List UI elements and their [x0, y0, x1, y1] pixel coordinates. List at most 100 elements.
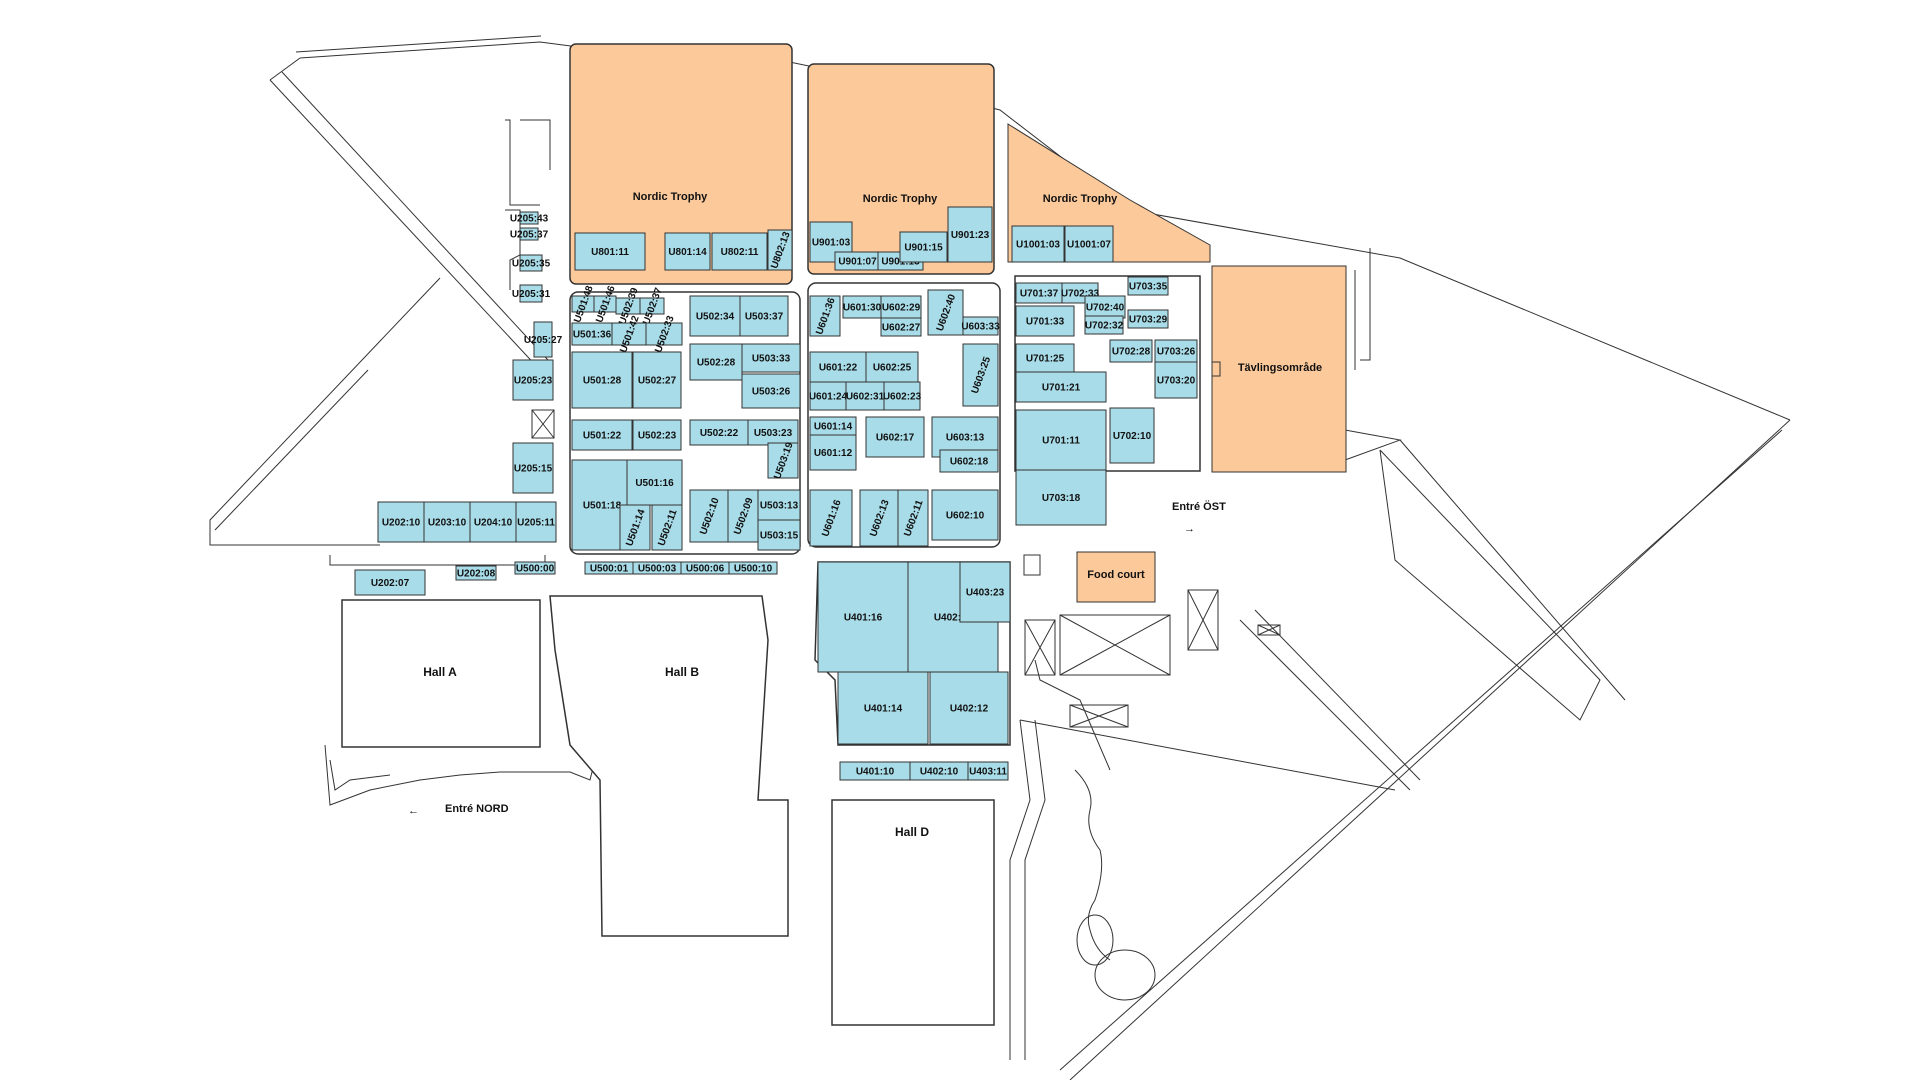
- booth-u403-11[interactable]: U403:11: [967, 761, 1009, 781]
- booth-u503-23[interactable]: U503:23: [747, 419, 799, 446]
- booth-u502-27[interactable]: U502:27: [632, 351, 682, 409]
- booth-u205-11[interactable]: U205:11: [515, 501, 557, 543]
- booth-u500-03[interactable]: U500:03: [632, 561, 682, 575]
- booth-u502-28[interactable]: U502:28: [689, 343, 743, 381]
- booth-u503-19[interactable]: U503:19: [767, 441, 799, 481]
- hall-b[interactable]: Hall B: [549, 595, 789, 937]
- booth-u703-29[interactable]: U703:29: [1127, 309, 1169, 329]
- hall-a[interactable]: Hall A: [341, 599, 541, 748]
- booth-u501-42[interactable]: U501:42: [611, 314, 647, 354]
- booth-u501-46[interactable]: U501:46: [593, 284, 618, 324]
- booth-u503-37[interactable]: U503:37: [739, 295, 789, 337]
- booth-u901-23[interactable]: U901:23: [947, 206, 993, 263]
- booth-u500-06[interactable]: U500:06: [680, 561, 730, 575]
- booth-u602-25[interactable]: U602:25: [865, 351, 919, 383]
- booth-u401-16[interactable]: U401:16: [817, 561, 909, 673]
- entrance-ost[interactable]: Entré ÖST →: [1172, 500, 1226, 535]
- booth-u701-37[interactable]: U701:37: [1015, 282, 1063, 304]
- booth-u500-10[interactable]: U500:10: [728, 561, 778, 575]
- booth-u501-48[interactable]: U501:48: [571, 284, 596, 324]
- booth-u202-07[interactable]: U202:07: [354, 569, 426, 596]
- booth-u502-33[interactable]: U502:33: [645, 314, 683, 354]
- booth-u502-22[interactable]: U502:22: [689, 419, 749, 446]
- booth-u202-10[interactable]: U202:10: [377, 501, 425, 543]
- booth-u501-28[interactable]: U501:28: [571, 351, 633, 409]
- booth-u801-14[interactable]: U801:14: [664, 232, 711, 271]
- booth-u703-35[interactable]: U703:35: [1127, 276, 1169, 296]
- booth-u501-36[interactable]: U501:36: [571, 322, 613, 346]
- booth-u601-12[interactable]: U601:12: [809, 434, 857, 471]
- booth-u602-29[interactable]: U602:29: [880, 295, 922, 319]
- booth-u501-22[interactable]: U501:22: [571, 419, 633, 451]
- booth-u602-11[interactable]: U602:11: [897, 489, 929, 547]
- booth-u703-18[interactable]: U703:18: [1015, 469, 1107, 526]
- booth-u204-10[interactable]: U204:10: [469, 501, 517, 543]
- booth-u702-32[interactable]: U702:32: [1084, 315, 1124, 335]
- booth-u801-11[interactable]: U801:11: [574, 232, 646, 271]
- booth-u1001-07[interactable]: U1001:07: [1064, 225, 1114, 263]
- booth-u205-23[interactable]: U205:23: [512, 359, 554, 401]
- booth-u701-21[interactable]: U701:21: [1015, 371, 1107, 403]
- area-food-court[interactable]: Food court: [1076, 551, 1156, 603]
- booth-u502-09[interactable]: U502:09: [727, 489, 759, 543]
- booth-u402-12[interactable]: U402:12: [929, 671, 1009, 745]
- booth-u702-10[interactable]: U702:10: [1109, 407, 1155, 464]
- booth-u602-31[interactable]: U602:31: [845, 381, 885, 411]
- area-tavlingsomrade[interactable]: Tävlingsområde: [1211, 265, 1347, 473]
- booth-u500-01[interactable]: U500:01: [584, 561, 634, 575]
- booth-u501-14[interactable]: U501:14: [619, 504, 651, 551]
- booth-u602-10[interactable]: U602:10: [931, 489, 999, 541]
- booth-u502-11[interactable]: U502:11: [651, 504, 683, 551]
- booth-u702-40[interactable]: U702:40: [1084, 295, 1126, 319]
- booth-u205-15[interactable]: U205:15: [512, 442, 554, 494]
- booth-u901-15[interactable]: U901:15: [899, 231, 948, 263]
- booth-u503-33[interactable]: U503:33: [741, 343, 801, 373]
- booth-u401-10[interactable]: U401:10: [839, 761, 911, 781]
- booth-u1001-03[interactable]: U1001:03: [1011, 225, 1065, 263]
- booth-u402-10[interactable]: U402:10: [909, 761, 969, 781]
- booth-u503-13[interactable]: U503:13: [757, 489, 801, 521]
- booth-shape: [728, 561, 778, 575]
- booth-u501-16[interactable]: U501:16: [626, 459, 683, 506]
- booth-u205-37[interactable]: U205:37: [510, 227, 549, 241]
- booth-u703-26[interactable]: U703:26: [1154, 339, 1198, 363]
- booth-u502-34[interactable]: U502:34: [689, 295, 741, 337]
- booth-u701-33[interactable]: U701:33: [1015, 305, 1075, 337]
- booth-u602-13[interactable]: U602:13: [859, 489, 899, 547]
- booth-u601-24[interactable]: U601:24: [809, 381, 848, 411]
- booth-u802-13[interactable]: U802:13: [767, 229, 793, 271]
- booth-u703-20[interactable]: U703:20: [1154, 361, 1198, 399]
- booth-u503-26[interactable]: U503:26: [741, 373, 801, 409]
- hall-d[interactable]: Hall D: [831, 799, 995, 1026]
- booth-u500-00[interactable]: U500:00: [514, 561, 556, 575]
- booth-u602-23[interactable]: U602:23: [883, 381, 922, 411]
- booth-u602-40[interactable]: U602:40: [927, 289, 964, 336]
- booth-u601-36[interactable]: U601:36: [809, 295, 841, 337]
- booth-u802-11[interactable]: U802:11: [711, 232, 768, 271]
- booth-u403-23[interactable]: U403:23: [959, 561, 1011, 623]
- booth-u205-27[interactable]: U205:27: [524, 321, 563, 358]
- booth-u601-30[interactable]: U601:30: [842, 295, 882, 319]
- booth-u502-23[interactable]: U502:23: [632, 419, 682, 451]
- booth-u602-17[interactable]: U602:17: [865, 416, 925, 458]
- booth-u602-27[interactable]: U602:27: [880, 317, 922, 337]
- booth-u503-15[interactable]: U503:15: [757, 519, 801, 551]
- booth-u203-10[interactable]: U203:10: [423, 501, 471, 543]
- booth-u901-07[interactable]: U901:07: [834, 251, 881, 271]
- booth-u603-25[interactable]: U603:25: [962, 343, 999, 407]
- booth-u702-28[interactable]: U702:28: [1109, 339, 1153, 363]
- booth-u701-11[interactable]: U701:11: [1015, 409, 1107, 471]
- booth-u601-14[interactable]: U601:14: [809, 416, 857, 436]
- booth-u602-18[interactable]: U602:18: [939, 449, 999, 473]
- booth-u205-35[interactable]: U205:35: [512, 254, 551, 272]
- booth-u205-43[interactable]: U205:43: [510, 211, 549, 225]
- entrance-nord[interactable]: Entré NORD ←: [408, 803, 509, 817]
- booth-u205-31[interactable]: U205:31: [512, 284, 551, 303]
- booth-u601-22[interactable]: U601:22: [809, 351, 867, 383]
- booth-u401-14[interactable]: U401:14: [837, 671, 929, 745]
- booth-u502-10[interactable]: U502:10: [689, 489, 729, 543]
- booth-u701-25[interactable]: U701:25: [1015, 343, 1075, 373]
- booth-u603-33[interactable]: U603:33: [961, 316, 1000, 336]
- booth-u202-08[interactable]: U202:08: [455, 565, 497, 581]
- booth-u601-16[interactable]: U601:16: [809, 489, 853, 547]
